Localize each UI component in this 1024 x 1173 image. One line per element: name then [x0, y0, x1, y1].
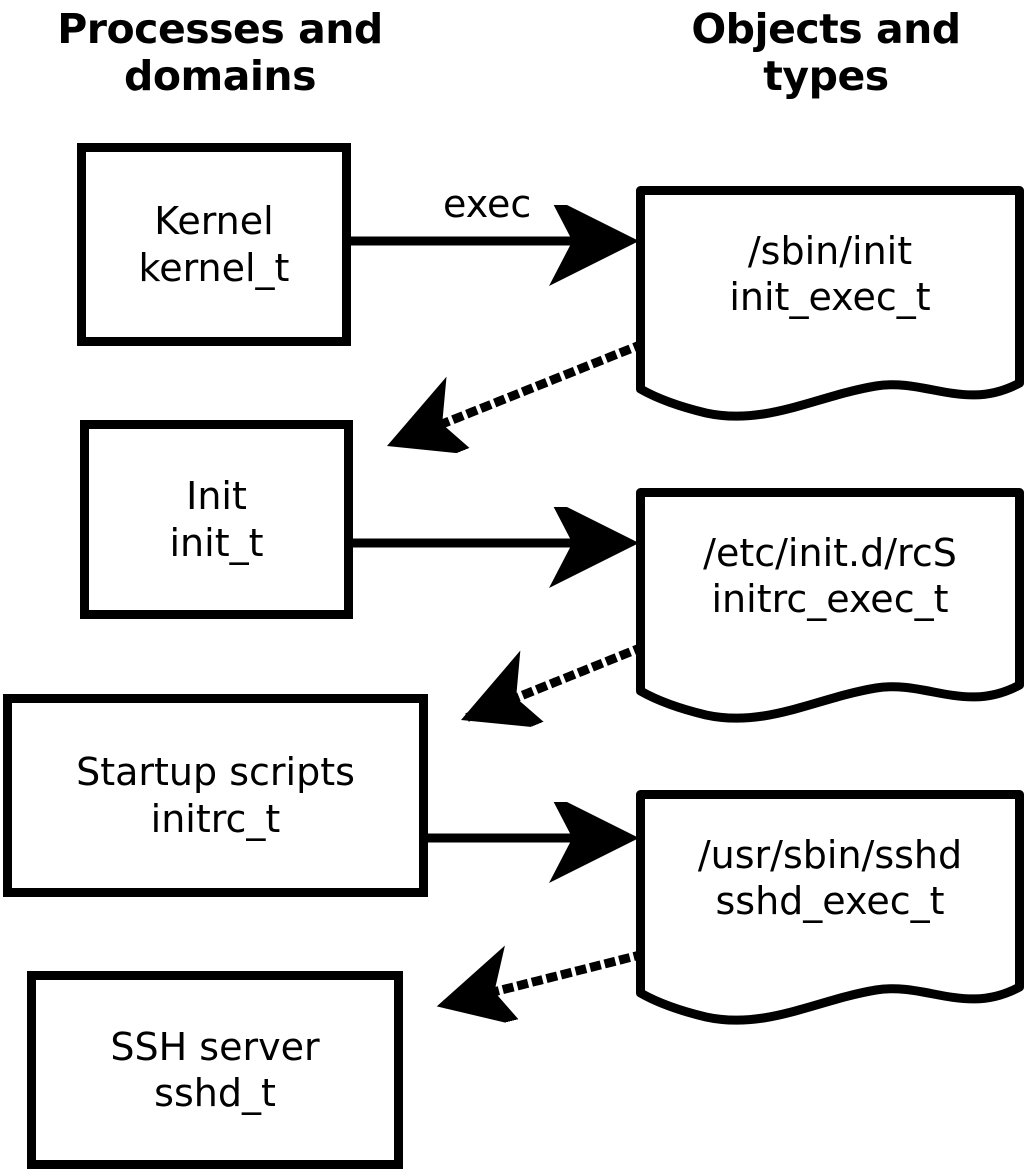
process-box-kernel-name: Kernel: [154, 199, 274, 244]
object-doc-init-exec[interactable]: /sbin/init init_exec_t: [636, 186, 1024, 421]
process-box-sshd-type: sshd_t: [154, 1071, 276, 1115]
process-box-init[interactable]: Init init_t: [80, 420, 353, 619]
column-header-objects-line1: Objects and: [691, 5, 961, 53]
process-box-initrc-name: Startup scripts: [76, 750, 355, 795]
process-box-init-type: init_t: [169, 520, 264, 565]
document-shape-outline: [636, 488, 1024, 723]
process-box-sshd[interactable]: SSH server sshd_t: [27, 971, 403, 1169]
object-doc-sshd-exec[interactable]: /usr/sbin/sshd sshd_exec_t: [636, 790, 1024, 1025]
edge-initrc-exec-to-initrc: [460, 642, 646, 718]
column-header-processes-line2: and domains: [123, 5, 383, 101]
process-box-kernel-type: kernel_t: [138, 245, 290, 290]
edge-sshd-exec-to-sshd: [436, 955, 646, 1005]
column-header-processes: Processes and domains: [20, 5, 420, 101]
object-doc-initrc-exec[interactable]: /etc/init.d/rcS initrc_exec_t: [636, 488, 1024, 723]
edge-label-exec: exec: [443, 182, 532, 226]
process-box-initrc-type: initrc_t: [150, 796, 281, 841]
document-shape-outline: [636, 790, 1024, 1025]
column-header-objects: Objects and types: [630, 5, 1022, 101]
column-header-processes-line1: Processes: [57, 5, 285, 53]
process-box-sshd-name: SSH server: [110, 1024, 320, 1069]
process-box-initrc[interactable]: Startup scripts initrc_t: [3, 694, 428, 897]
column-header-objects-line2: types: [763, 52, 889, 101]
edge-init-exec-to-init: [386, 339, 646, 444]
document-shape-outline: [636, 186, 1024, 421]
process-box-kernel[interactable]: Kernel kernel_t: [77, 143, 351, 346]
process-box-init-name: Init: [186, 474, 247, 519]
